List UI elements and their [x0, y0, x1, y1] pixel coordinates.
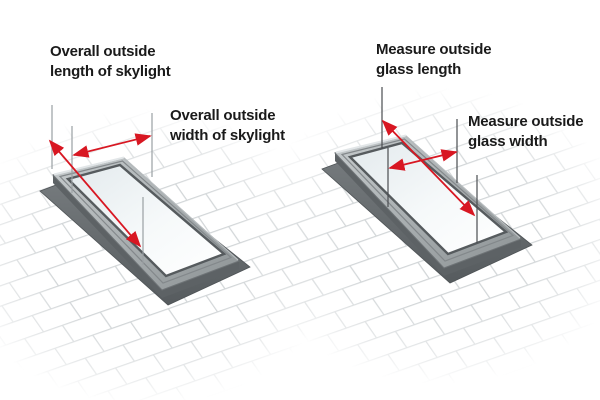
overall-width-arrow	[72, 133, 152, 158]
label-line: glass length	[376, 61, 462, 78]
label-line: Measure outside	[376, 41, 492, 58]
label-line: length of skylight	[50, 63, 171, 80]
overall-length-label: Overall outside length of skylight	[50, 42, 171, 82]
glass-length-label: Measure outside glass length	[376, 40, 492, 80]
label-line: Overall outside	[50, 43, 156, 60]
glass-arrows	[381, 119, 476, 217]
label-line: Overall outside	[170, 107, 276, 124]
label-line: Measure outside	[468, 113, 584, 130]
overall-arrows	[48, 133, 152, 248]
glass-width-arrow	[388, 149, 458, 171]
glass-width-label: Measure outside glass width	[468, 112, 584, 152]
overall-length-arrow	[48, 139, 142, 248]
overall-width-label: Overall outside width of skylight	[170, 106, 285, 146]
label-line: width of skylight	[170, 127, 285, 144]
label-line: glass width	[468, 133, 548, 150]
